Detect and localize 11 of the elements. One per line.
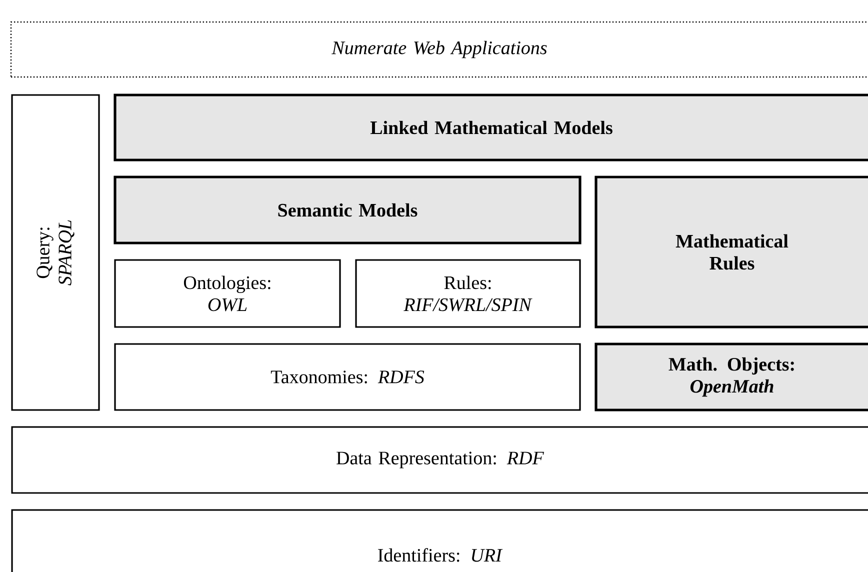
layer-box: Identifiers: URI: [11, 509, 868, 572]
layer-box: Mathematical Rules: [594, 176, 868, 328]
layer-box: Numerate Web Applications: [10, 21, 868, 78]
layer-box: Data Representation: RDF: [11, 426, 868, 494]
layer-box: Linked Mathematical Models: [114, 94, 868, 162]
layer-box: Semantic Models: [114, 176, 582, 244]
layer-box: Query: SPARQL: [11, 94, 100, 411]
layer-box: Ontologies: OWL: [114, 259, 341, 328]
layer-box: Rules: RIF/SWRL/SPIN: [355, 259, 581, 328]
layer-box: Taxonomies: RDFS: [114, 343, 581, 411]
layer-box: Math. Objects: OpenMath: [594, 342, 868, 412]
